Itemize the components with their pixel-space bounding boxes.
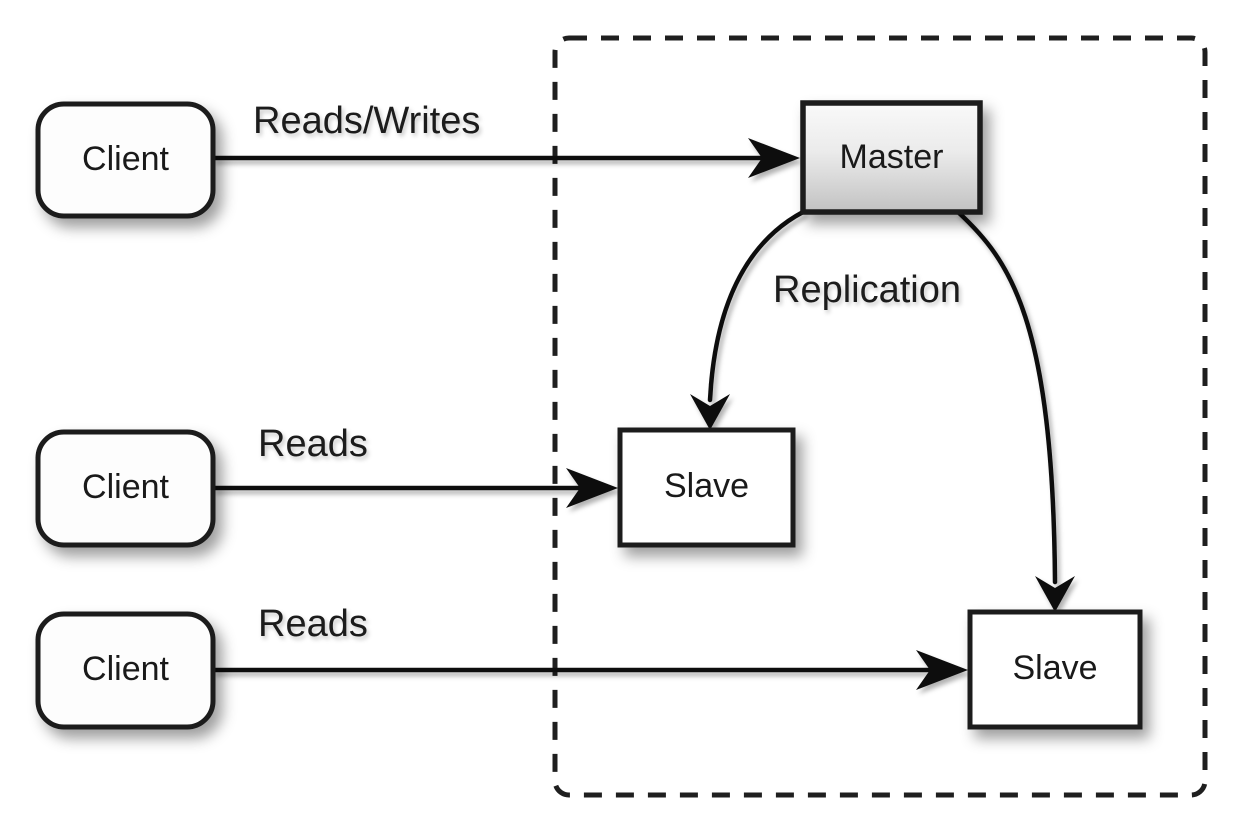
- node-slave-1[interactable]: Slave: [617, 427, 796, 548]
- edge-client2-slave1: [213, 468, 618, 508]
- node-slave-2-label: Slave: [1012, 649, 1097, 687]
- node-client-2-label: Client: [82, 468, 169, 506]
- node-master-label: Master: [840, 138, 944, 176]
- edge-client3-slave2: [213, 650, 968, 690]
- node-slave-2[interactable]: Slave: [967, 609, 1143, 730]
- database-cluster-boundary: [552, 35, 1208, 798]
- node-client-3-label: Client: [82, 650, 169, 688]
- edge-label-reads-writes: Reads/Writes: [253, 100, 480, 142]
- node-client-3[interactable]: Client: [35, 611, 216, 730]
- edge-master-slave2: [955, 209, 1075, 612]
- edge-label-reads-slave-1: Reads: [258, 423, 368, 465]
- edge-label-replication: Replication: [773, 269, 961, 311]
- node-slave-1-label: Slave: [664, 467, 749, 505]
- node-master[interactable]: Master: [800, 100, 983, 215]
- edge-client1-master: [213, 138, 800, 178]
- edge-label-reads-slave-2: Reads: [258, 603, 368, 645]
- node-client-2[interactable]: Client: [35, 429, 216, 548]
- node-client-1[interactable]: Client: [35, 101, 216, 219]
- edge-master-slave1: [690, 209, 806, 430]
- node-client-1-label: Client: [82, 140, 169, 178]
